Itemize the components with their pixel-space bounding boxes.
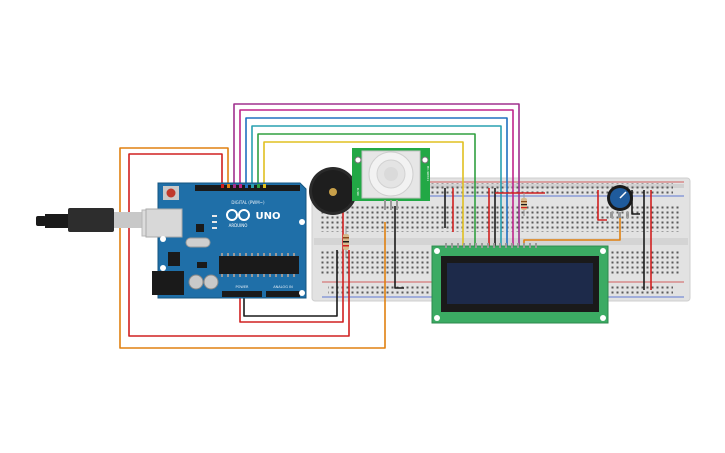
power-header <box>222 291 262 297</box>
reset-button[interactable] <box>166 188 176 198</box>
analog-header <box>266 291 300 297</box>
wire-magenta <box>239 109 514 250</box>
wire-green <box>257 133 476 250</box>
pir-sensor: D-SN HC-SR501 <box>352 148 430 210</box>
analog-header-label: ANALOG IN <box>273 285 293 289</box>
atmega-chip <box>219 256 299 274</box>
piezo-buzzer <box>309 167 357 215</box>
voltage-regulator <box>168 252 180 266</box>
board-name: UNO <box>256 211 281 222</box>
capacitor-1 <box>188 274 204 290</box>
header-wire-ends <box>221 184 266 188</box>
wire-orange <box>119 147 386 349</box>
wire-black-gnd <box>243 250 338 317</box>
lcd-display <box>431 243 609 324</box>
wire-yellow <box>263 141 464 250</box>
pir-delay-knob[interactable] <box>421 156 429 164</box>
wire-teal <box>251 125 502 250</box>
wire-blue <box>245 117 508 250</box>
wire-red-5v <box>239 232 344 323</box>
led-rx <box>212 227 217 229</box>
resistor-2 <box>521 193 527 216</box>
led-l <box>212 215 217 217</box>
arduino-uno-board: DIGITAL (PWM~) UNO ARDUINO <box>145 182 307 299</box>
pir-label-left: D-SN <box>356 188 360 196</box>
wires <box>119 103 652 349</box>
capacitor-2 <box>203 274 219 290</box>
breadboard-upper-terminals <box>320 206 680 232</box>
potentiometer[interactable] <box>607 185 633 218</box>
lcd-screen <box>447 263 593 304</box>
resistor <box>343 226 349 258</box>
power-jack <box>152 271 184 295</box>
wire-red <box>128 153 350 337</box>
wire-black-bb-1 <box>394 206 404 289</box>
digital-header-label: DIGITAL (PWM~) <box>231 200 265 205</box>
usb-port <box>145 208 183 238</box>
crystal <box>185 237 211 248</box>
led-tx <box>212 221 217 223</box>
wire-purple <box>233 103 520 250</box>
arduino-logo <box>226 209 250 221</box>
pir-sensitivity-knob[interactable] <box>354 156 362 164</box>
wire-red-pot <box>597 190 607 221</box>
board-brand: ARDUINO <box>229 223 248 228</box>
power-header-label: POWER <box>236 285 250 289</box>
pir-label-right: HC-SR501 <box>426 166 430 181</box>
